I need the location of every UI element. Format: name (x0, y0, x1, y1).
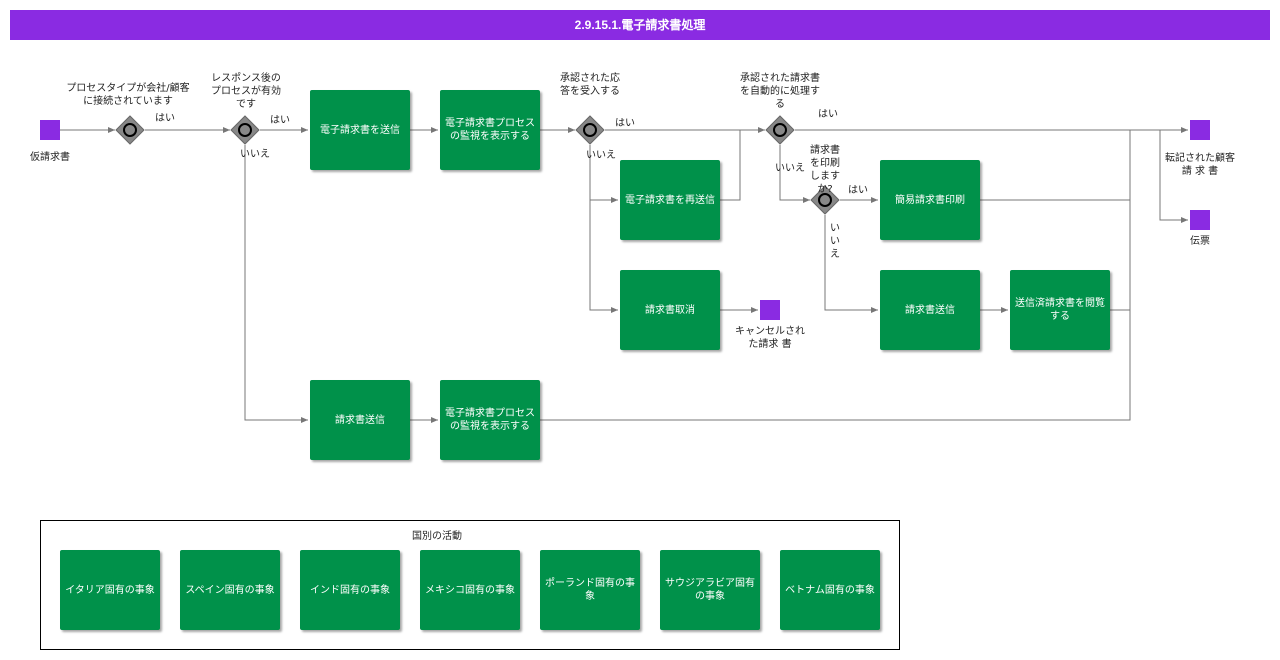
end-event-posted-label: 転記された顧客請 求 書 (1165, 153, 1235, 177)
edge-label-yes-g1: はい (155, 113, 175, 124)
gateway-g5-label: 請求書を印刷しますか? (810, 145, 840, 195)
gateway-g5 (810, 185, 840, 215)
edge-g3-cancel (589, 145, 618, 313)
gateway-g1 (115, 115, 145, 145)
legend-item-india[interactable]: インド固有の事象 (300, 550, 400, 630)
task-send-invoice-2[interactable]: 請求書送信 (310, 380, 410, 460)
end-event-posted (1190, 120, 1210, 140)
gateway-g2-label: レスポンス後のプロセスが有効です (211, 73, 281, 110)
end-event-slip (1190, 210, 1210, 230)
task-monitor-einvoice-1[interactable]: 電子請求書プロセスの監視を表示する (440, 90, 540, 170)
legend-item-italy[interactable]: イタリア固有の事象 (60, 550, 160, 630)
end-event-cancel-label: キャンセルされた請求 書 (735, 326, 805, 350)
country-activities-legend: 国別の活動 イタリア固有の事象 スペイン固有の事象 インド固有の事象 メキシコ固… (40, 520, 900, 650)
edge-label-no-g3: いいえ (586, 150, 616, 161)
gateway-g1-label: プロセスタイプが会社/顧客に接続されています (66, 83, 190, 107)
gateway-g3 (575, 115, 605, 145)
end-event-slip-label: 伝票 (1190, 236, 1210, 247)
start-event-label: 仮請求書 (30, 152, 70, 163)
task-send-invoice-1[interactable]: 請求書送信 (880, 270, 980, 350)
task-send-einvoice[interactable]: 電子請求書を送信 (310, 90, 410, 170)
task-view-sent-invoices[interactable]: 送信済請求書を閲覧する (1010, 270, 1110, 350)
gateway-g4-label: 承認された請求書を自動的に処理する (740, 73, 820, 110)
legend-title: 国別の活動 (412, 531, 462, 542)
edge-label-yes-g3: はい (615, 118, 635, 129)
task-simple-print[interactable]: 簡易請求書印刷 (880, 160, 980, 240)
legend-item-mexico[interactable]: メキシコ固有の事象 (420, 550, 520, 630)
edge-g5-send (824, 215, 878, 313)
legend-item-vietnam[interactable]: ベトナム固有の事象 (780, 550, 880, 630)
edge-g2-send2 (244, 145, 308, 423)
task-monitor-einvoice-2[interactable]: 電子請求書プロセスの監視を表示する (440, 380, 540, 460)
gateway-g4 (765, 115, 795, 145)
task-resend-einvoice[interactable]: 電子請求書を再送信 (620, 160, 720, 240)
edge-label-no-g5: い い え (830, 223, 840, 260)
edge-merge-slip (1159, 130, 1188, 223)
edge-label-yes-g4: はい (818, 109, 838, 120)
start-event (40, 120, 60, 140)
legend-item-poland[interactable]: ポーランド固有の事象 (540, 550, 640, 630)
end-event-cancel (760, 300, 780, 320)
legend-item-spain[interactable]: スペイン固有の事象 (180, 550, 280, 630)
legend-item-saudi-arabia[interactable]: サウジアラビア固有の事象 (660, 550, 760, 630)
edge-label-yes-g2: はい (270, 115, 290, 126)
diagram-title: 2.9.15.1.電子請求書処理 (10, 10, 1270, 40)
task-cancel-invoice[interactable]: 請求書取消 (620, 270, 720, 350)
edge-monitor2-merge (540, 130, 1131, 421)
edge-g4-g5 (779, 145, 810, 203)
edge-resend-g4 (720, 130, 741, 201)
gateway-g3-label: 承認された応答を受入する (560, 73, 620, 97)
edge-label-no-g4: いいえ (775, 163, 805, 174)
edge-label-yes-g5: はい (848, 185, 868, 196)
edge-label-no-g2: いいえ (240, 149, 270, 160)
gateway-g2 (230, 115, 260, 145)
